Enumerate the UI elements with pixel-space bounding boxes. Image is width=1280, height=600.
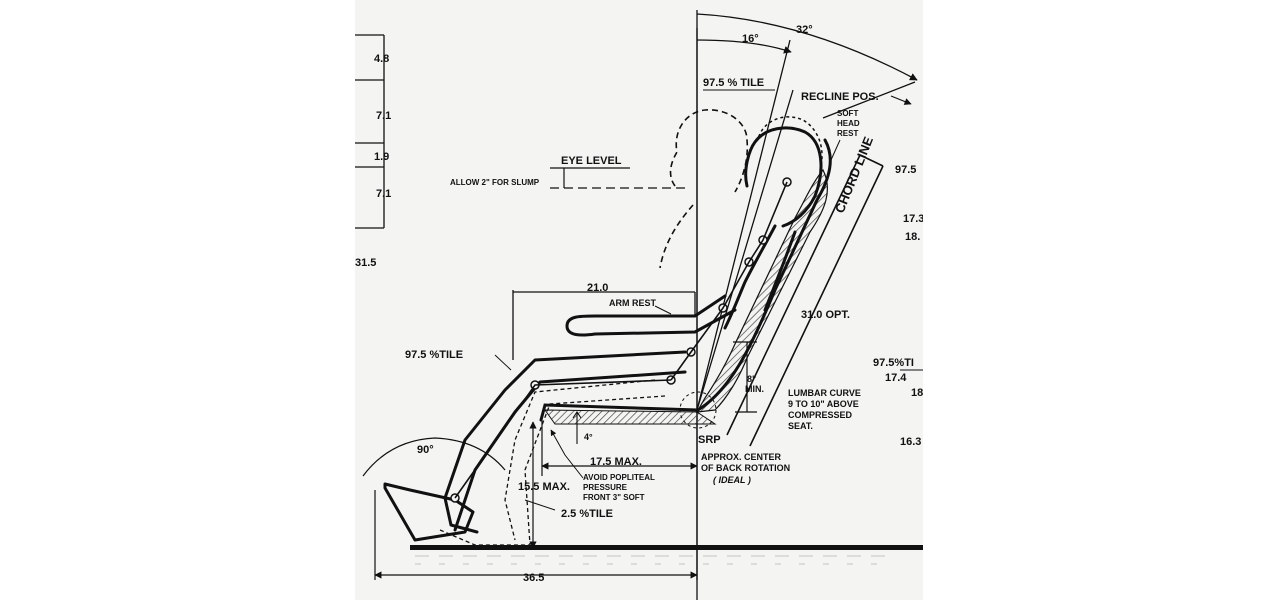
eye-level-guide <box>550 167 685 189</box>
left-scale-value: 4.8 <box>374 53 389 65</box>
popliteal-label: FRONT 3" SOFT <box>583 493 645 502</box>
seat-height-label: 15.5 MAX. <box>518 481 570 493</box>
back-rotation-label: ( IDEAL ) <box>713 475 751 485</box>
recline-position-label: RECLINE POS. <box>801 91 879 103</box>
lumbar-min-dimension <box>733 341 757 413</box>
arm-rest-dimension <box>512 290 696 360</box>
popliteal-label: AVOID POPLITEAL <box>583 473 655 482</box>
seat-back-cushion <box>695 168 829 413</box>
floor-line <box>410 545 923 550</box>
foot-angle-arc <box>362 437 506 477</box>
srp-marker <box>679 391 717 429</box>
lumbar-curve-label: SEAT. <box>788 421 813 431</box>
floor-ghost-marks <box>415 555 895 565</box>
seat-angle-dimension <box>572 411 582 444</box>
left-dimension-scale <box>355 34 385 229</box>
arm-rest-label: ARM REST <box>609 298 657 308</box>
head-rest-label: SOFT <box>837 109 858 118</box>
popliteal-label: PRESSURE <box>583 483 628 492</box>
left-scale-value: 31.5 <box>355 257 376 269</box>
chord-line-band <box>726 154 884 447</box>
left-scale-value: 7.1 <box>376 188 391 200</box>
percentile-small-label: 2.5 %TILE <box>561 508 613 520</box>
angle-16-label: 16° <box>742 33 759 45</box>
seat-cushion <box>544 409 717 425</box>
min-8-label: 8" <box>747 374 756 384</box>
lumbar-curve-label: COMPRESSED <box>788 410 853 420</box>
right-margin-value: 16.3 <box>900 436 921 448</box>
seat-ergonomics-diagram: 4.8 7.1 1.9 7.1 31.5 EYE LEVEL ALLOW 2" … <box>355 10 923 600</box>
upright-profile-outline <box>659 109 749 269</box>
srp-label: SRP <box>698 434 721 446</box>
lumbar-curve-label: LUMBAR CURVE <box>788 388 861 398</box>
angle-90-label: 90° <box>417 444 434 456</box>
right-margin-value: 17.4 <box>885 372 907 384</box>
back-rotation-label: OF BACK ROTATION <box>701 463 790 473</box>
back-rotation-label: APPROX. CENTER <box>701 452 782 462</box>
small-percentile-leader <box>524 499 556 511</box>
right-margin-value: 18 <box>911 387 923 399</box>
overall-length-dimension <box>374 490 698 580</box>
chord-line-label: CHORD LINE <box>832 134 876 215</box>
segment-links <box>454 181 788 499</box>
right-margin-value: 18. <box>905 231 920 243</box>
head-rest-label: REST <box>837 129 858 138</box>
left-scale-value: 1.9 <box>374 151 389 163</box>
back-length-label: 31.0 OPT. <box>801 309 850 321</box>
percentile-top-label: 97.5 % TILE <box>703 77 764 89</box>
angle-4-label: 4° <box>584 432 593 442</box>
head-rest-label: HEAD <box>837 119 860 128</box>
angle-32-label: 32° <box>796 24 813 36</box>
technical-drawing-sheet: 4.8 7.1 1.9 7.1 31.5 EYE LEVEL ALLOW 2" … <box>355 0 923 600</box>
right-margin-value: 97.5 <box>895 164 916 176</box>
slump-allowance-label: ALLOW 2" FOR SLUMP <box>450 178 540 187</box>
right-margin-value: 17.3 <box>903 213 923 225</box>
percentile-left-label: 97.5 %TILE <box>405 349 463 361</box>
overall-length-label: 36.5 <box>523 572 544 584</box>
seat-depth-dimension <box>541 420 698 476</box>
eye-level-label: EYE LEVEL <box>561 155 622 167</box>
lumbar-curve-label: 9 TO 10" ABOVE <box>788 399 859 409</box>
right-margin-value: 97.5%TI <box>873 357 914 369</box>
seat-depth-label: 17.5 MAX. <box>590 456 642 468</box>
min-label: MIN. <box>745 384 764 394</box>
arm-rest-width-label: 21.0 <box>587 282 608 294</box>
left-scale-value: 7.1 <box>376 110 391 122</box>
